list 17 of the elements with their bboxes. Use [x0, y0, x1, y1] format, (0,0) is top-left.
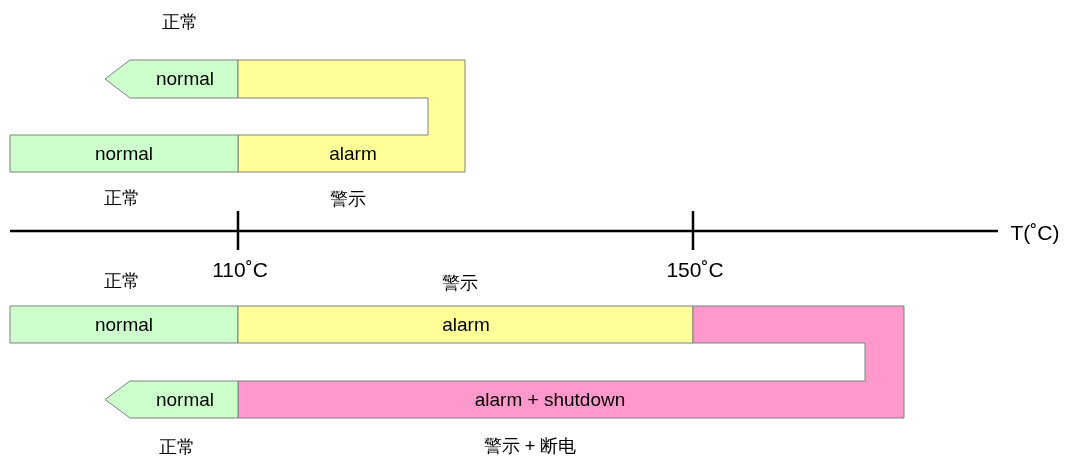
tick-label: 110˚C — [212, 258, 268, 282]
state-label: alarm + shutdown — [474, 389, 626, 411]
state-label: normal — [155, 68, 215, 90]
tick-label: 150˚C — [666, 258, 724, 282]
state-caption: 正常 — [104, 270, 140, 293]
state-caption: 警示 + 断电 — [483, 435, 577, 458]
state-caption: 正常 — [104, 187, 140, 210]
state-label: normal — [155, 389, 215, 411]
state-caption: 警示 — [330, 188, 366, 211]
axis-label: T(˚C) — [1010, 221, 1060, 245]
state-label: alarm — [329, 143, 377, 165]
state-caption: 正常 — [162, 11, 198, 34]
state-label: normal — [94, 143, 154, 165]
state-caption: 正常 — [159, 436, 195, 458]
state-label: normal — [94, 314, 154, 336]
state-label: alarm — [442, 314, 490, 336]
state-caption: 警示 — [442, 272, 478, 295]
